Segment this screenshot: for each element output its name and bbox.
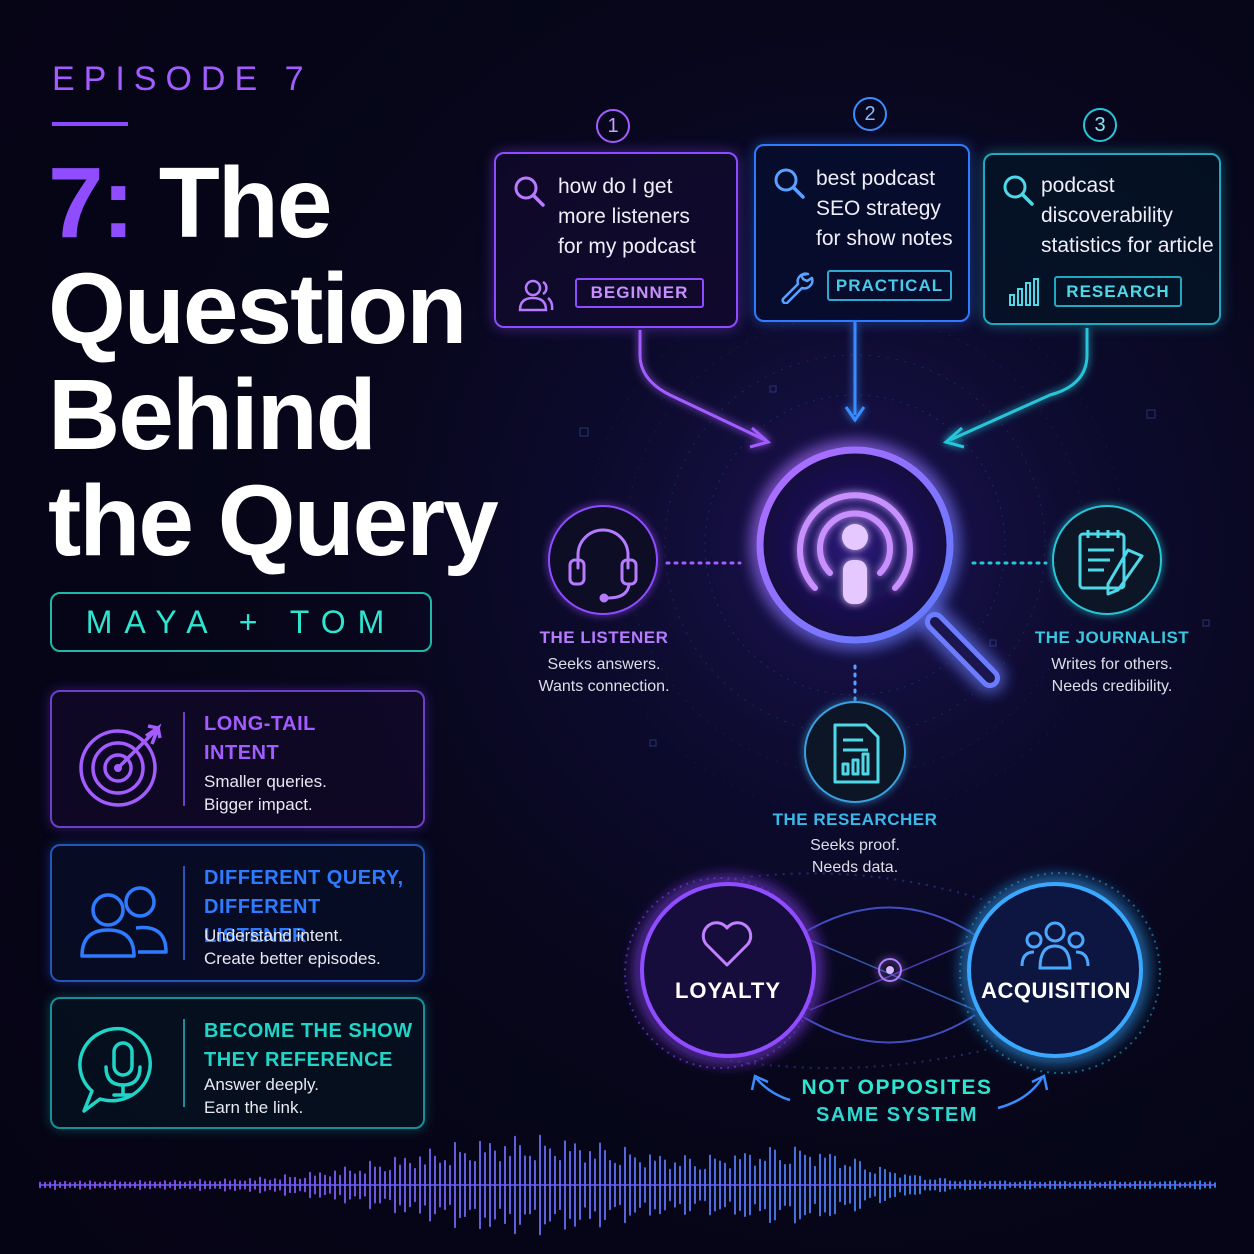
card-long-tail-intent: LONG-TAIL INTENT Smaller queries. Bigger… — [50, 690, 425, 828]
podcast-search-icon — [756, 446, 1000, 688]
query-box-beginner: how do I get more listeners for my podca… — [494, 152, 738, 328]
loyalty-circle — [640, 882, 816, 1058]
query-connectors — [638, 322, 1089, 442]
card-divider — [183, 1019, 185, 1107]
query-text: best podcast SEO strategy for show notes — [816, 167, 953, 250]
persona-listener-desc: Seeks answers. Wants connection. — [538, 656, 670, 695]
card-divider — [183, 866, 185, 960]
acquisition-circle — [967, 882, 1143, 1058]
title-text: The Question Behind the Query — [48, 147, 499, 577]
wrench-icon — [781, 272, 814, 304]
hosts-badge: MAYA + TOM — [50, 592, 432, 652]
title-number: 7: — [48, 147, 135, 259]
card-different-query: DIFFERENT QUERY, DIFFERENT LISTENER Unde… — [50, 844, 425, 982]
card-become-the-show: BECOME THE SHOW THEY REFERENCE Answer de… — [50, 997, 425, 1129]
page-title: 7: The Question Behind the Query — [48, 150, 568, 574]
user-icon — [518, 279, 554, 312]
search-icon — [774, 168, 805, 199]
query-number-3: 3 — [1083, 108, 1117, 142]
badge-research: RESEARCH — [1054, 276, 1182, 307]
card-text: Understand intent. Create better episode… — [204, 926, 381, 968]
card-divider — [183, 712, 185, 806]
users-icon — [80, 886, 168, 958]
cycle-caption-line1: NOT OPPOSITES — [801, 1076, 993, 1099]
cycle-right-label: ACQUISITION — [981, 978, 1131, 1003]
report-icon — [833, 723, 880, 784]
headphones-icon — [568, 528, 638, 603]
cycle-diagram — [624, 872, 1161, 1074]
persona-connectors — [665, 561, 1048, 704]
card-text: Answer deeply. Earn the link. — [204, 1075, 319, 1117]
sound-wave — [39, 1134, 1216, 1236]
badge-practical: PRACTICAL — [827, 270, 952, 301]
researcher-ring — [804, 701, 906, 803]
query-number-1: 1 — [596, 109, 630, 143]
query-box-research: podcast discoverability statistics for a… — [983, 153, 1221, 325]
cycle-caption-line2: SAME SYSTEM — [815, 1104, 979, 1126]
bar-chart-icon — [1009, 278, 1039, 306]
persona-listener-name: THE LISTENER — [539, 628, 669, 647]
card-heading: DIFFERENT QUERY, DIFFERENT LISTENER — [204, 867, 404, 947]
heart-icon — [701, 921, 753, 967]
episode-label: EPISODE 7 — [52, 60, 313, 98]
arrow-heads — [749, 406, 965, 449]
group-icon — [1020, 921, 1090, 970]
notepad-pencil-icon — [1078, 530, 1144, 596]
card-text: Smaller queries. Bigger impact. — [204, 772, 327, 814]
search-icon — [1003, 175, 1034, 206]
card-heading: BECOME THE SHOW THEY REFERENCE — [204, 1020, 413, 1071]
decor-squares — [579, 385, 1210, 747]
cycle-arrows — [750, 1074, 1049, 1110]
query-text: how do I get more listeners for my podca… — [558, 175, 696, 258]
persona-researcher-name: THE RESEARCHER — [772, 810, 938, 829]
target-icon — [79, 723, 162, 807]
microphone-chat-icon — [78, 1026, 152, 1113]
search-icon — [514, 176, 545, 207]
query-box-practical: best podcast SEO strategy for show notes… — [754, 144, 970, 322]
query-number-2: 2 — [853, 97, 887, 131]
query-text: podcast discoverability statistics for a… — [1041, 174, 1214, 257]
podcast-glyph — [797, 492, 913, 604]
persona-researcher-desc: Seeks proof. Needs data. — [810, 837, 900, 876]
card-heading: LONG-TAIL INTENT — [204, 713, 316, 764]
persona-journalist-desc: Writes for others. Needs credibility. — [1051, 656, 1173, 695]
badge-beginner: BEGINNER — [575, 278, 704, 308]
episode-underline — [52, 122, 128, 126]
persona-journalist-name: THE JOURNALIST — [1034, 628, 1190, 647]
cycle-left-label: LOYALTY — [674, 978, 781, 1003]
